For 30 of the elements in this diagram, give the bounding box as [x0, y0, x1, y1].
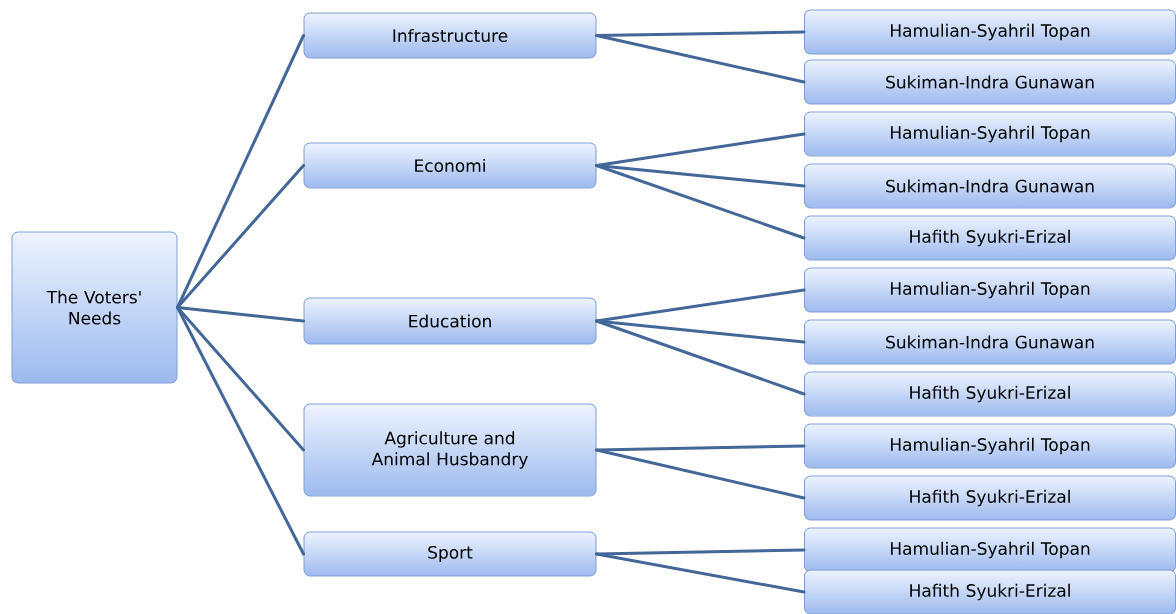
connector-line	[595, 288, 806, 323]
candidate-box: Hafith Syukri-Erizal	[804, 569, 1176, 614]
candidate-box: Hamulian-Syahril Topan	[804, 267, 1176, 313]
connector-line	[595, 164, 806, 240]
candidate-box: Sukiman-Indra Gunawan	[804, 319, 1176, 365]
connector-line	[595, 548, 806, 556]
connector-line	[176, 164, 305, 309]
connector-line	[595, 164, 806, 188]
category-box: Economi	[303, 142, 597, 189]
connector-line	[176, 306, 305, 556]
candidate-box: Hamulian-Syahril Topan	[804, 423, 1176, 469]
category-box: Agriculture and Animal Husbandry	[303, 403, 597, 497]
category-box: Infrastructure	[303, 12, 597, 59]
candidate-box: Hafith Syukri-Erizal	[804, 371, 1176, 417]
root-box: The Voters' Needs	[11, 231, 178, 384]
candidate-box: Sukiman-Indra Gunawan	[804, 59, 1176, 105]
candidate-box: Hamulian-Syahril Topan	[804, 111, 1176, 157]
candidate-box: Hamulian-Syahril Topan	[804, 527, 1176, 573]
candidate-box: Hafith Syukri-Erizal	[804, 215, 1176, 261]
connector-line	[595, 448, 806, 500]
connector-line	[595, 319, 806, 396]
candidate-box: Hamulian-Syahril Topan	[804, 9, 1176, 55]
connector-line	[595, 34, 806, 84]
connector-line	[595, 444, 806, 452]
connector-line	[176, 306, 305, 323]
category-box: Sport	[303, 531, 597, 577]
connector-line	[595, 552, 806, 594]
category-box: Education	[303, 297, 597, 345]
candidate-box: Hafith Syukri-Erizal	[804, 475, 1176, 521]
candidate-box: Sukiman-Indra Gunawan	[804, 163, 1176, 209]
